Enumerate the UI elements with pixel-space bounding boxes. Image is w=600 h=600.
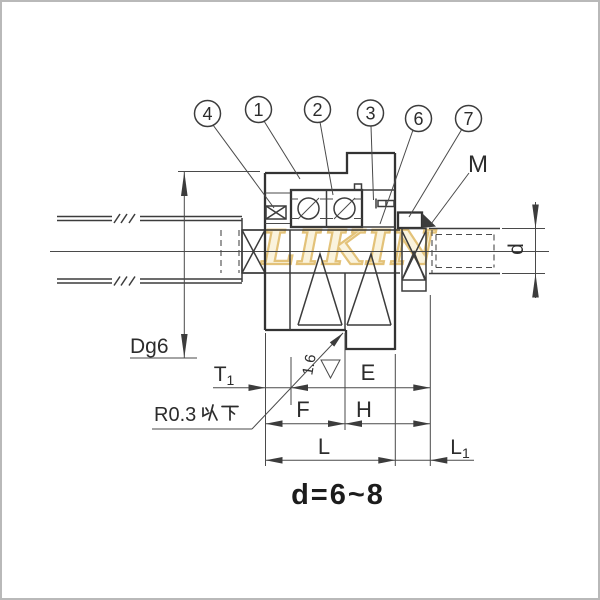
l-label: L <box>318 434 330 459</box>
t1-label: T1 <box>214 363 235 388</box>
lock-nut <box>396 211 436 292</box>
fillet-note: R0.3 <box>152 332 344 430</box>
callout-1: 1 <box>244 95 273 124</box>
callout-2: 2 <box>303 95 332 124</box>
f-label: F <box>296 397 309 422</box>
extension-lines <box>265 295 431 466</box>
shaft-journal <box>242 229 400 274</box>
drawing-title: d=6~8 <box>291 479 385 511</box>
callout-7: 7 <box>454 104 483 133</box>
svg-text:7: 7 <box>463 109 473 129</box>
e-label: E <box>361 360 376 385</box>
callout-leaders <box>212 120 470 225</box>
seal-section <box>265 205 287 220</box>
svg-text:4: 4 <box>202 104 212 124</box>
grease-screw-block <box>291 189 395 228</box>
kanji-shita <box>221 405 239 421</box>
dim-t1-e: T1 E <box>213 360 431 391</box>
svg-text:3: 3 <box>365 104 375 124</box>
dim-l-l1: L L1 <box>265 434 474 464</box>
housing-outline <box>263 151 397 351</box>
fillet-note-text: R0.3 <box>154 404 196 426</box>
dim-d: d <box>502 202 545 298</box>
screw-shaft-left <box>57 213 243 286</box>
shaft-break-marks <box>113 213 136 286</box>
callout-6: 6 <box>404 104 433 133</box>
bolt-hole-sections <box>297 251 392 326</box>
roughness-value: 1.6 <box>299 353 319 376</box>
dg6-label: Dg6 <box>130 335 169 358</box>
d-label: d <box>505 243 528 255</box>
shaft-end-right <box>429 227 500 275</box>
kanji-i <box>202 404 218 421</box>
roughness-symbol: 1.6 <box>299 353 341 380</box>
dim-f-h: F H <box>265 397 431 427</box>
h-label: H <box>356 397 372 422</box>
callout-4: 4 <box>193 99 222 128</box>
svg-text:6: 6 <box>413 109 423 129</box>
callout-balloons: 4 1 2 3 6 7 <box>193 95 483 133</box>
svg-text:2: 2 <box>312 100 322 120</box>
l1-label: L1 <box>450 436 470 461</box>
svg-text:1: 1 <box>253 100 263 120</box>
callout-3: 3 <box>356 99 385 127</box>
thread-mark-triangle <box>422 213 436 228</box>
dim-dg6: Dg6 <box>130 171 260 359</box>
m-label: M <box>468 151 488 178</box>
